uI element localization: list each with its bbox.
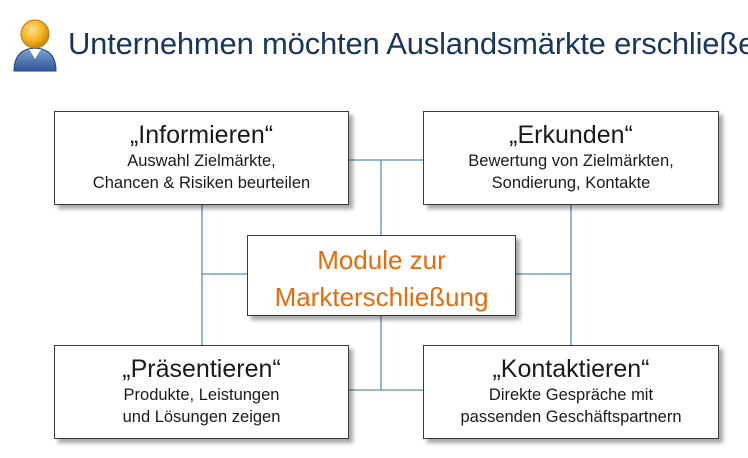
page-title: Unternehmen möchten Auslandsmärkte ersch… bbox=[68, 26, 748, 61]
module-desc-line2: passenden Geschäftspartnern bbox=[460, 408, 682, 426]
module-desc-line2: Chancen & Risiken beurteilen bbox=[92, 174, 311, 192]
person-icon bbox=[13, 19, 57, 72]
module-title: „Präsentieren“ bbox=[122, 355, 281, 383]
module-desc-line2: und Lösungen zeigen bbox=[122, 408, 281, 426]
module-title: „Informieren“ bbox=[129, 121, 274, 149]
module-desc-line1: Direkte Gespräche mit bbox=[488, 386, 654, 404]
module-erkunden: „Erkunden“ Bewertung von Zielmärkten, So… bbox=[423, 111, 719, 205]
module-desc-line1: Bewertung von Zielmärkten, bbox=[468, 152, 674, 170]
module-title: „Kontaktieren“ bbox=[492, 355, 650, 383]
center-line2: Markterschließung bbox=[274, 282, 489, 312]
module-desc-line1: Auswahl Zielmärkte, bbox=[127, 152, 276, 170]
center-box: Module zur Markterschließung bbox=[247, 235, 516, 316]
module-informieren: „Informieren“ Auswahl Zielmärkte, Chance… bbox=[54, 111, 349, 205]
module-praesentieren: „Präsentieren“ Produkte, Leistungen und … bbox=[54, 345, 349, 439]
module-kontaktieren: „Kontaktieren“ Direkte Gespräche mit pas… bbox=[423, 345, 719, 439]
center-line1: Module zur bbox=[317, 245, 446, 275]
header: Unternehmen möchten Auslandsmärkte ersch… bbox=[10, 14, 748, 74]
module-title: „Erkunden“ bbox=[509, 121, 633, 149]
module-desc-line2: Sondierung, Kontakte bbox=[491, 174, 651, 192]
module-desc-line1: Produkte, Leistungen bbox=[123, 386, 280, 404]
